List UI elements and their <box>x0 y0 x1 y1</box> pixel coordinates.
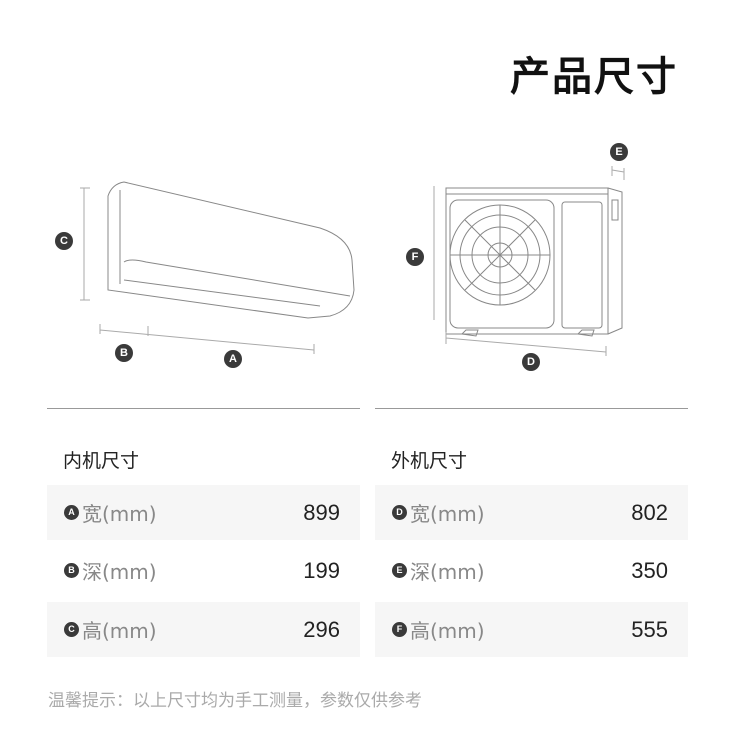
outdoor-heading: 外机尺寸 <box>391 450 468 472</box>
dimension-marker-a: A <box>224 350 242 368</box>
dimension-marker-b: B <box>115 344 133 362</box>
dimension-marker-f: F <box>406 248 424 266</box>
page-title: 产品尺寸 <box>510 54 678 100</box>
table-row: B 深(mm) 199 <box>47 543 360 598</box>
marker-icon: E <box>392 563 407 578</box>
row-value: 296 <box>303 616 340 642</box>
marker-icon: B <box>64 563 79 578</box>
row-value: 350 <box>631 557 668 583</box>
table-row: C 高(mm) 296 <box>47 602 360 657</box>
outdoor-divider <box>375 408 688 409</box>
dimension-marker-e: E <box>610 143 628 161</box>
row-label: 深(mm) <box>82 560 157 584</box>
row-label: 宽(mm) <box>410 502 485 526</box>
row-label: 宽(mm) <box>82 502 157 526</box>
row-value: 802 <box>631 499 668 525</box>
row-value: 199 <box>303 557 340 583</box>
indoor-unit-drawing <box>80 181 355 354</box>
row-label: 深(mm) <box>410 560 485 584</box>
marker-icon: D <box>392 505 407 520</box>
table-row: E 深(mm) 350 <box>375 543 688 598</box>
table-row: D 宽(mm) 802 <box>375 485 688 540</box>
marker-icon: C <box>64 622 79 637</box>
row-label: 高(mm) <box>410 619 485 643</box>
table-row: A 宽(mm) 899 <box>47 485 360 540</box>
dimension-marker-d: D <box>522 353 540 371</box>
marker-icon: F <box>392 622 407 637</box>
row-label: 高(mm) <box>82 619 157 643</box>
table-row: F 高(mm) 555 <box>375 602 688 657</box>
outdoor-unit-drawing <box>433 166 625 356</box>
indoor-divider <box>47 408 360 409</box>
row-value: 899 <box>303 499 340 525</box>
row-value: 555 <box>631 616 668 642</box>
disclaimer-note: 温馨提示：以上尺寸均为手工测量，参数仅供参考 <box>48 691 422 711</box>
indoor-heading: 内机尺寸 <box>63 450 140 472</box>
dimension-marker-c: C <box>55 232 73 250</box>
product-drawings <box>80 166 625 356</box>
marker-icon: A <box>64 505 79 520</box>
